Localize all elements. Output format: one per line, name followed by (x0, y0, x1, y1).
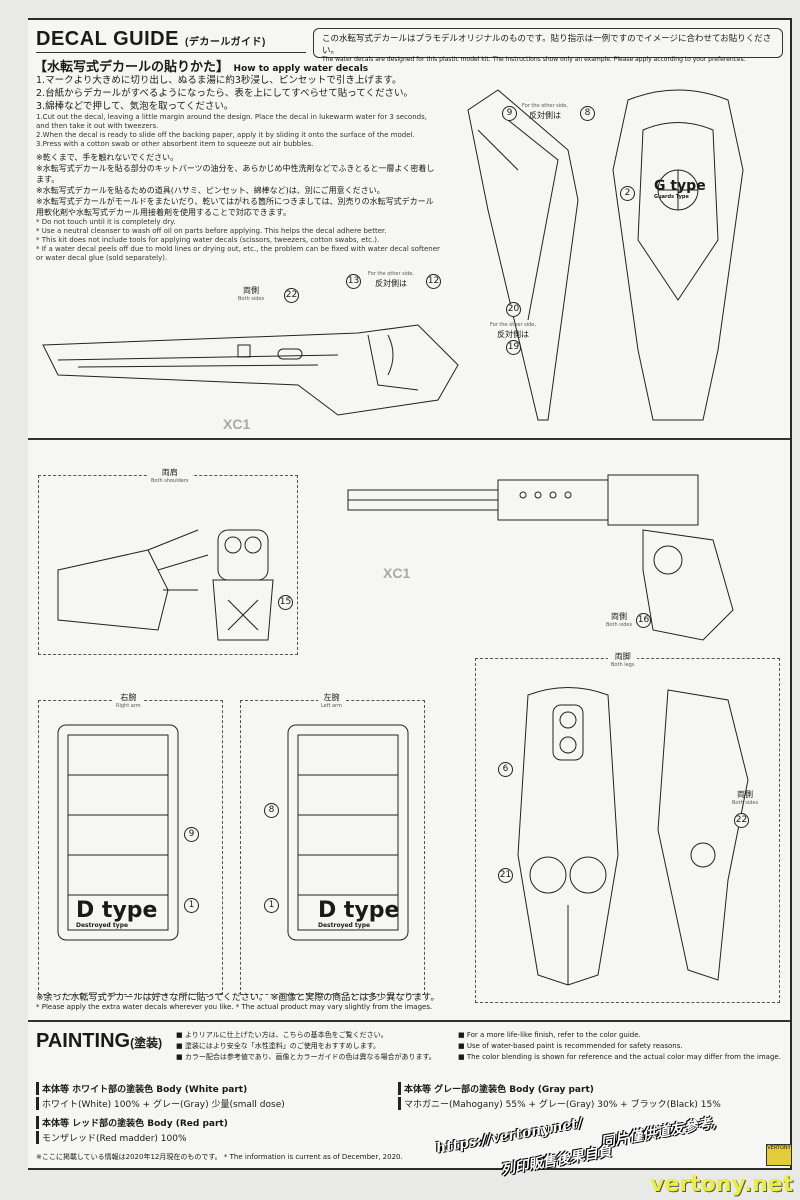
note-jp: ※乾くまで、手を触れないでください。 (36, 153, 179, 162)
painting-title: PAINTING(塗装) (36, 1030, 163, 1052)
callout-13: 13 (346, 274, 361, 289)
callout-16: 16 (636, 613, 651, 628)
xc1-show-through-mark: XC1 (383, 565, 411, 581)
callout-1: 1 (184, 898, 199, 913)
painting-bullets-jp: よりリアルに仕上げたい方は、こちらの基本色をご覧ください。塗装にはより安全な「水… (176, 1030, 436, 1063)
note-jp: ※水転写式デカールがモールドをまたいだり、乾いてはがれる箇所につきましては、別売… (36, 197, 434, 217)
section-divider (28, 1020, 790, 1022)
callout-20: 20 (506, 302, 521, 317)
shoulder-diagram (57, 529, 274, 641)
callout-21: 21 (498, 868, 513, 883)
painting-bullets-en: For a more life-like finish, refer to th… (458, 1030, 781, 1063)
callout-12: 12 (426, 274, 441, 289)
notice-jp: この水転写式デカールはプラモデルオリジナルのものです。貼り指示は一例ですのでイメ… (322, 34, 772, 56)
callout-22: 22 (284, 288, 299, 303)
callout-15: 15 (278, 595, 293, 610)
callout-22: 22 (734, 813, 749, 828)
xc1-show-through-mark: XC1 (223, 416, 251, 432)
right-arm-diagram (57, 724, 179, 941)
step-en: 2.When the decal is ready to slide off t… (36, 131, 415, 139)
note-jp: ※水転写式デカールを貼る部分のキットパーツの油分を、あらかじめ中性洗剤などでふき… (36, 164, 435, 184)
footer-note-en: * Please apply the extra water decals wh… (36, 1003, 433, 1011)
shield-diagram (612, 89, 744, 421)
section-divider (28, 438, 790, 440)
watermark-logo: vertony.net (650, 1172, 794, 1197)
how-to-heading: 【水転写式デカールの貼りかた】 How to apply water decal… (34, 60, 369, 75)
wing-diagram (467, 89, 579, 421)
step-en: 3.Press with a cotton swab or other abso… (36, 140, 314, 148)
info-date-note: ※ここに掲載している情報は2020年12月現在のものです。 * The info… (36, 1153, 403, 1161)
callout-1: 1 (264, 898, 279, 913)
callout-8: 8 (264, 803, 279, 818)
leg-side-diagram (657, 689, 749, 981)
how-to-steps: 1.マークより大きめに切り出し、ぬるま湯に約3秒浸し、ピンセットで引き上げます。… (36, 74, 441, 263)
white-part-color: 本体等 ホワイト部の塗装色 Body (White part)ホワイト(Whit… (36, 1082, 285, 1110)
step-en: 1.Cut out the decal, leaving a little ma… (36, 113, 427, 130)
note-en: * This kit does not include tools for ap… (36, 236, 380, 244)
callout-9: 9 (502, 106, 517, 121)
red-part-color: 本体等 レッド部の塗装色 Body (Red part)モンザレッド(Red m… (36, 1116, 228, 1144)
gray-part-color: 本体等 グレー部の塗装色 Body (Gray part)マホガニー(Mahog… (398, 1082, 721, 1110)
gatling-diagram (347, 474, 734, 641)
notice-box: この水転写式デカールはプラモデルオリジナルのものです。貼り指示は一例ですのでイメ… (313, 28, 783, 63)
extra-decal-notes: ※余った水転写式デカールは好きな所に貼ってください。 ※画像と実際の商品とは多少… (36, 990, 439, 1011)
watermark-badge: VERTONY (766, 1144, 792, 1166)
note-jp: ※水転写式デカールを貼るための道具(ハサミ、ピンセット、綿棒など)は、別にご用意… (36, 186, 385, 195)
note-en: * Do not touch until it is completely dr… (36, 218, 176, 226)
callout-19: 19 (506, 340, 521, 355)
title-rule (36, 52, 306, 53)
instruction-page: DECAL GUIDE (デカールガイド) 【水転写式デカールの貼りかた】 Ho… (28, 18, 792, 1170)
sword-diagram (42, 324, 459, 416)
callout-8: 8 (580, 106, 595, 121)
step-jp: 2.台紙からデカールがすべるようになったら、表を上にしてすべらせて貼ってください… (36, 88, 414, 99)
other-side-label: For the other side,反対側は (522, 103, 568, 120)
step-jp: 3.綿棒などで押して、気泡を取ってください。 (36, 101, 234, 112)
notice-en: The water decals are designed for this p… (322, 56, 746, 63)
other-side-label: For the other side,反対側は (490, 322, 536, 339)
painting-section: PAINTING(塗装) よりリアルに仕上げたい方は、こちらの基本色をご覧くださ… (28, 1030, 790, 1170)
note-en: * If a water decal peels off due to mold… (36, 245, 440, 262)
note-en: * Use a neutral cleanser to wash off oil… (36, 227, 387, 235)
page-title: DECAL GUIDE (デカールガイド) (36, 28, 266, 50)
footer-note-jp: ※余った水転写式デカールは好きな所に貼ってください。 ※画像と実際の商品とは多少… (36, 993, 440, 1003)
other-side-label: For the other side,反対側は (368, 271, 414, 288)
callout-9: 9 (184, 827, 199, 842)
callout-2: 2 (620, 186, 635, 201)
step-jp: 1.マークより大きめに切り出し、ぬるま湯に約3秒浸し、ピンセットで引き上げます。 (36, 75, 402, 86)
leg-front-diagram (517, 687, 619, 986)
callout-6: 6 (498, 762, 513, 777)
left-arm-diagram (287, 724, 409, 941)
